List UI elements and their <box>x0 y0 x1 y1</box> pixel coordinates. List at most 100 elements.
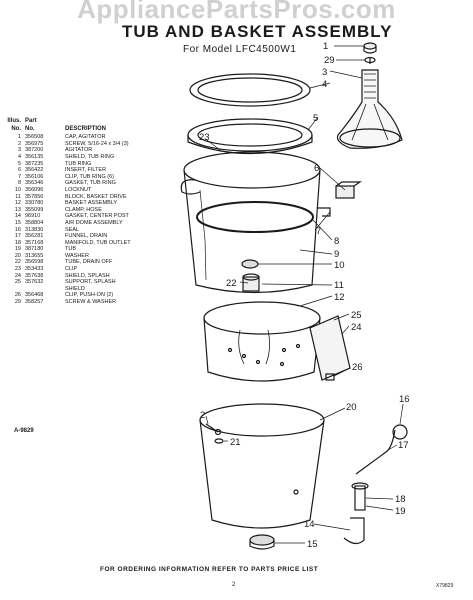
callout-14: 14 <box>304 519 315 530</box>
washer <box>214 438 224 444</box>
part-illus-number: 5 <box>17 160 21 167</box>
drain-funnel <box>351 482 369 511</box>
part-illus-number: 13 <box>14 206 21 213</box>
part-description: CAP, AGITATOR <box>65 134 106 141</box>
part-illus-number: 29 <box>14 299 21 306</box>
part-number: 387235 <box>25 160 44 167</box>
part-description: GASKET, CENTER POST <box>65 213 129 220</box>
part-number: 357638 <box>25 272 44 279</box>
part-description: SUPPORT, SPLASH <box>65 279 116 286</box>
push-on-clip <box>325 373 335 381</box>
callout-10: 10 <box>334 260 345 271</box>
page-number: 2 <box>232 582 236 588</box>
part-illus-number: 12 <box>14 200 21 207</box>
part-description: WASHER <box>65 252 89 259</box>
part-illus-number: 11 <box>15 193 21 200</box>
callout-9: 9 <box>334 249 339 260</box>
callout-25: 25 <box>351 310 362 321</box>
part-number: 356346 <box>25 180 44 187</box>
part-illus-number: 14 <box>14 213 21 220</box>
callout-23: 23 <box>199 132 210 143</box>
part-illus-number: 15 <box>14 219 21 226</box>
part-number: 356422 <box>25 167 44 174</box>
callout-labels: 1 29 3 4 5 23 6 7 8 9 10 22 11 12 25 24 … <box>199 41 410 550</box>
part-description: GASKET, TUB RING <box>65 180 116 187</box>
part-number: 356106 <box>25 173 44 180</box>
tub-ring-gasket <box>196 201 314 233</box>
callout-19: 19 <box>395 506 406 517</box>
part-description: TUBE, DRAIN OFF <box>65 259 113 266</box>
drain-tube <box>355 424 408 475</box>
part-illus-number: 16 <box>14 226 21 233</box>
parts-table-row: 19 387180 TUB <box>6 246 131 253</box>
part-illus-number: 3 <box>17 147 21 154</box>
callout-24: 24 <box>351 322 362 333</box>
part-description: LOCKNUT <box>65 186 92 193</box>
part-description: BASKET ASSEMBLY <box>65 200 118 207</box>
agitator-cap <box>363 42 377 54</box>
parts-table-row: 10 356096 LOCKNUT <box>6 187 131 194</box>
part-illus-number: 17 <box>14 233 21 240</box>
callout-17: 17 <box>398 440 409 451</box>
part-description: SCREW, 5/16-24 x 3/4 (3) <box>65 140 129 147</box>
part-number: 387180 <box>25 246 44 253</box>
part-number: 356135 <box>25 153 44 160</box>
part-description: SEAL <box>65 226 80 233</box>
callout-29: 29 <box>324 55 335 66</box>
part-description: CLIP, PUSH-ON (2) <box>65 292 114 299</box>
callout-1: 1 <box>323 41 328 52</box>
callout-7: 7 <box>316 226 321 237</box>
header-description: DESCRIPTION <box>65 125 107 132</box>
part-illus-number: 22 <box>14 259 21 266</box>
part-description: AGITATOR <box>65 147 93 154</box>
part-description: MANIFOLD, TUB OUTLET <box>65 239 131 246</box>
part-illus-number: 4 <box>17 153 21 160</box>
part-description: SHIELD, SPLASH <box>65 272 110 279</box>
part-illus-number: 19 <box>14 246 21 253</box>
parts-table-row: 3 387200 AGITATOR <box>6 147 131 154</box>
callout-21: 21 <box>230 437 241 448</box>
part-number: 357632 <box>25 279 44 286</box>
part-number: 356096 <box>25 186 44 193</box>
part-illus-number: 18 <box>14 239 21 246</box>
callout-5: 5 <box>313 113 318 124</box>
callout-20: 20 <box>346 402 357 413</box>
part-illus-number: 10 <box>14 186 21 193</box>
splash-shield <box>309 315 351 381</box>
callout-12: 12 <box>334 292 345 303</box>
part-number: 353433 <box>25 266 44 273</box>
screw <box>205 423 219 433</box>
header-illus-no: No. <box>11 125 21 132</box>
tub-ring <box>187 118 313 155</box>
part-description: CLIP, TUB RING (6) <box>65 173 115 180</box>
filter-insert <box>335 181 362 199</box>
part-number: 387200 <box>25 147 44 154</box>
part-number: 96910 <box>25 213 41 220</box>
part-illus-number: 26 <box>14 292 21 299</box>
part-illus-number: 6 <box>17 167 21 174</box>
part-description: TUB <box>65 246 76 253</box>
part-number: 356975 <box>25 140 44 147</box>
part-description: INSERT, FILTER <box>65 167 107 174</box>
outer-tub <box>180 151 321 294</box>
part-description: CLIP <box>65 266 78 273</box>
part-illus-number: 1 <box>17 134 21 141</box>
callout-18: 18 <box>395 494 406 505</box>
callout-2: 2 <box>200 410 205 421</box>
tub <box>199 403 325 529</box>
callout-3: 3 <box>322 67 327 78</box>
tub-ring-shield <box>189 73 311 107</box>
callout-11: 11 <box>334 280 344 291</box>
